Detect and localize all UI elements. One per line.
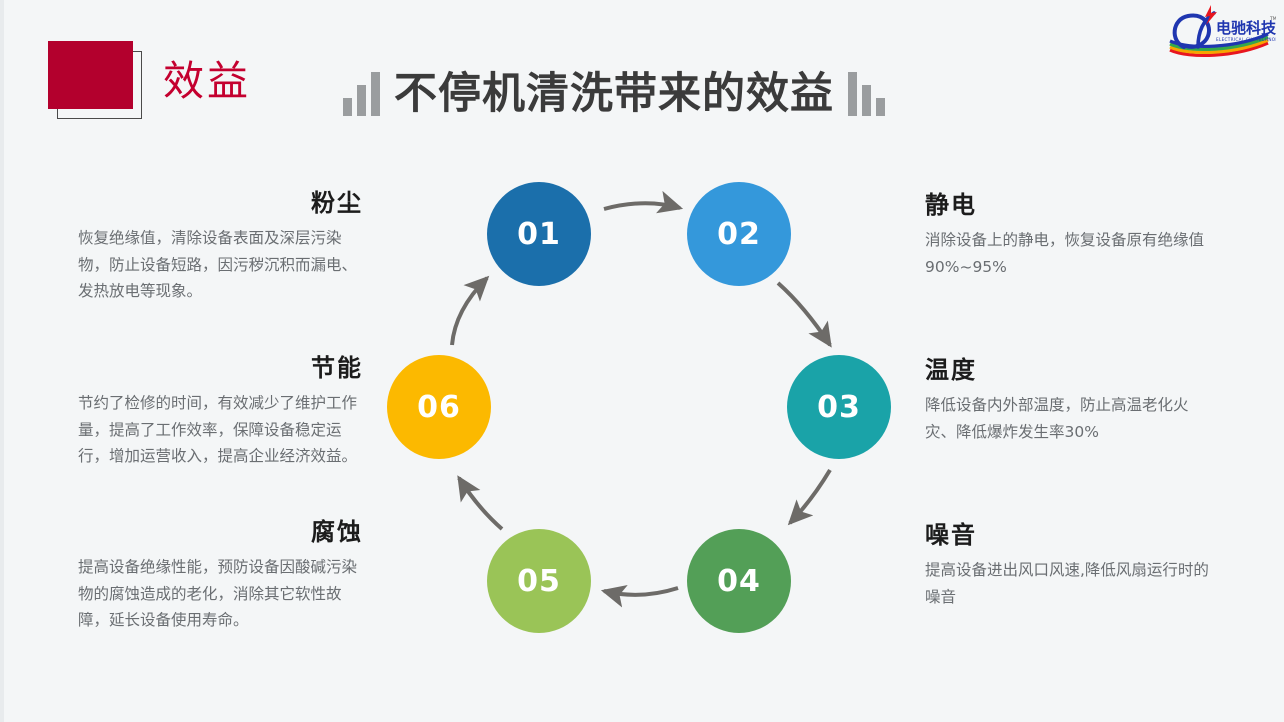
- benefit-heading-energy: 节能: [311, 354, 363, 382]
- benefit-body-noise: 提高设备进出风口风速,降低风扇运行时的噪音: [925, 561, 1209, 606]
- benefit-block-temperature: 温度 降低设备内外部温度，防止高温老化火灾、降低爆炸发生率30%: [925, 350, 1210, 445]
- cycle-node-03-label: 03: [817, 389, 861, 425]
- benefit-block-corrosion: 腐蚀 提高设备绝缘性能，预防设备因酸碱污染物的腐蚀造成的老化，消除其它软性故障，…: [78, 512, 363, 634]
- benefit-body-corrosion: 提高设备绝缘性能，预防设备因酸碱污染物的腐蚀造成的老化，消除其它软性故障，延长设…: [78, 558, 358, 630]
- benefit-block-static: 静电 消除设备上的静电，恢复设备原有绝缘值90%~95%: [925, 185, 1210, 280]
- cycle-node-03[interactable]: 03: [787, 355, 891, 459]
- cycle-node-06[interactable]: 06: [387, 355, 491, 459]
- cycle-node-04[interactable]: 04: [687, 529, 791, 633]
- svg-text:ELECTRICAL CHI TECHNOLOGY: ELECTRICAL CHI TECHNOLOGY: [1216, 37, 1276, 42]
- bar-decor-right-icon: [848, 70, 885, 116]
- benefit-block-dust: 粉尘 恢复绝缘值，清除设备表面及深层污染物，防止设备短路，因污秽沉积而漏电、发热…: [78, 183, 363, 305]
- benefit-block-noise: 噪音 提高设备进出风口风速,降低风扇运行时的噪音: [925, 515, 1210, 610]
- benefit-heading-static: 静电: [925, 191, 977, 219]
- left-edge-strip: [0, 0, 4, 722]
- cycle-node-02-label: 02: [717, 216, 761, 252]
- cycle-node-02[interactable]: 02: [687, 182, 791, 286]
- arrow-05-to-06: [457, 475, 504, 531]
- arrow-03-to-04: [787, 468, 832, 526]
- benefit-heading-noise: 噪音: [925, 521, 977, 549]
- benefit-body-energy: 节约了检修的时间，有效减少了维护工作量，提高了工作效率，保障设备稳定运行，增加运…: [78, 394, 358, 466]
- benefit-body-temperature: 降低设备内外部温度，防止高温老化火灾、降低爆炸发生率30%: [925, 396, 1189, 441]
- cycle-node-06-label: 06: [417, 389, 461, 425]
- cycle-node-01[interactable]: 01: [487, 182, 591, 286]
- page-title: 不停机清洗带来的效益: [394, 69, 834, 119]
- section-badge-label: 效益: [163, 57, 251, 105]
- cycle-node-01-label: 01: [517, 216, 561, 252]
- arrow-04-to-05: [600, 584, 679, 608]
- svg-text:电驰科技: 电驰科技: [1216, 19, 1276, 37]
- cycle-node-05-label: 05: [517, 563, 561, 599]
- benefit-body-static: 消除设备上的静电，恢复设备原有绝缘值90%~95%: [925, 231, 1205, 276]
- svg-text:TM: TM: [1269, 16, 1276, 22]
- cycle-node-05[interactable]: 05: [487, 529, 591, 633]
- benefit-block-energy: 节能 节约了检修的时间，有效减少了维护工作量，提高了工作效率，保障设备稳定运行，…: [78, 348, 363, 470]
- logo-artwork-icon: 电驰科技 ELECTRICAL CHI TECHNOLOGY TM: [1169, 5, 1284, 58]
- cycle-node-04-label: 04: [717, 563, 761, 599]
- arrow-01-to-02: [603, 190, 684, 214]
- title-row: 不停机清洗带来的效益: [343, 70, 885, 116]
- section-badge: [48, 41, 144, 119]
- arrow-02-to-03: [776, 281, 832, 348]
- benefit-heading-corrosion: 腐蚀: [311, 518, 363, 546]
- benefit-body-dust: 恢复绝缘值，清除设备表面及深层污染物，防止设备短路，因污秽沉积而漏电、发热放电等…: [78, 229, 358, 301]
- bar-decor-left-icon: [343, 70, 380, 116]
- benefit-heading-dust: 粉尘: [311, 189, 363, 217]
- arrow-06-to-01: [450, 275, 490, 346]
- company-logo: 电驰科技 ELECTRICAL CHI TECHNOLOGY TM: [1164, 3, 1284, 59]
- badge-filled-square: [48, 41, 133, 109]
- benefit-heading-temperature: 温度: [925, 356, 977, 384]
